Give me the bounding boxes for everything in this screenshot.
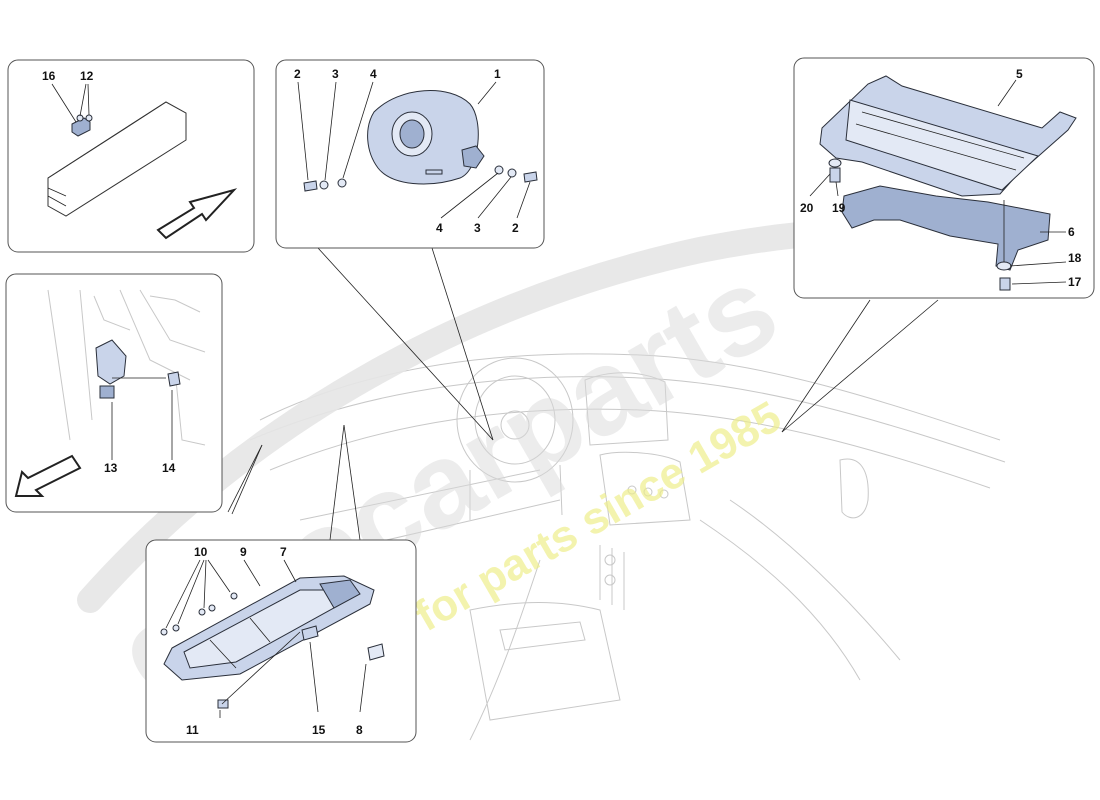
callout-11: 11 [186,723,199,737]
callout-2-bottom: 2 [512,221,519,235]
callout-14: 14 [162,461,176,475]
panel-pillar-sensor: 13 14 [5,273,223,513]
callout-9: 9 [240,545,247,559]
panel-driver-airbag: 2 3 4 1 4 3 2 [275,59,545,249]
callout-15: 15 [312,723,326,737]
callout-5: 5 [1016,67,1023,81]
panel-passenger-airbag: 5 6 18 17 20 19 [793,57,1095,299]
dashboard-background-lineart [249,353,1006,741]
callout-4-bottom: 4 [436,221,443,235]
callout-17: 17 [1068,275,1082,289]
callout-3-bottom: 3 [474,221,481,235]
callout-10: 10 [194,545,208,559]
panel-crossbeam-sensor: 16 12 [7,59,255,253]
callout-20: 20 [800,201,814,215]
callout-7: 7 [280,545,287,559]
callout-13: 13 [104,461,118,475]
callout-6: 6 [1068,225,1075,239]
direction-arrow-icon [156,188,238,240]
callout-19: 19 [832,201,846,215]
callout-18: 18 [1068,251,1082,265]
callout-16: 16 [42,69,56,83]
callout-12: 12 [80,69,94,83]
callout-1: 1 [494,67,501,81]
direction-arrow-icon [14,454,82,497]
callout-2-top: 2 [294,67,301,81]
callout-8: 8 [356,723,363,737]
panel-knee-airbag: 10 9 7 11 15 8 [145,539,417,743]
callout-4-top: 4 [370,67,377,81]
panel-pointer-lines [227,247,939,541]
callout-3-top: 3 [332,67,339,81]
